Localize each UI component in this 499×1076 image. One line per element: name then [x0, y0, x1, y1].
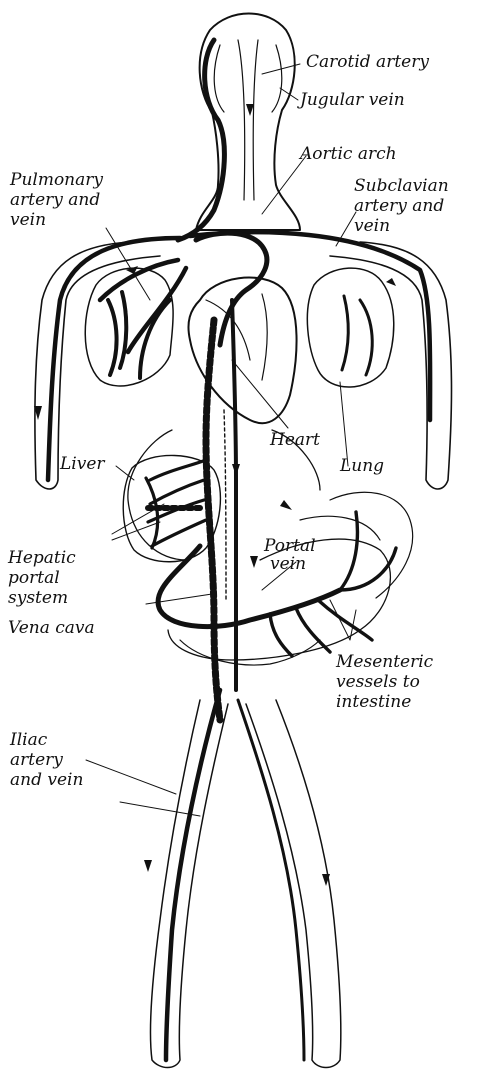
aorta-parallel: [224, 410, 226, 600]
portal-vein: [158, 546, 340, 627]
label-portal-1: Portal: [264, 538, 316, 555]
label-mesenteric-3: intestine: [336, 694, 411, 711]
label-iliac-3: and vein: [10, 772, 83, 789]
label-mesenteric-2: vessels to: [336, 674, 420, 691]
label-aortic-arch: Aortic arch: [300, 146, 397, 163]
label-pulmonary-3: vein: [10, 212, 46, 229]
label-iliac-1: Iliac: [10, 732, 47, 749]
label-carotid-artery: Carotid artery: [306, 54, 429, 71]
descending-aorta: [232, 300, 236, 690]
label-subclavian-3: vein: [354, 218, 390, 235]
label-pulmonary-2: artery and: [10, 192, 100, 209]
leader-lung: [340, 382, 348, 466]
label-jugular-vein: Jugular vein: [300, 92, 405, 109]
label-hepatic-2: portal: [8, 570, 60, 587]
mesenteric-vessels: [270, 512, 396, 656]
label-pulmonary-1: Pulmonary: [10, 172, 103, 189]
label-iliac-2: artery: [10, 752, 63, 769]
label-subclavian-1: Subclavian: [354, 178, 449, 195]
right-lung: [307, 268, 393, 387]
label-heart: Heart: [270, 432, 320, 449]
label-hepatic-3: system: [8, 590, 68, 607]
left-leg-outline: [150, 700, 228, 1068]
label-portal-2: vein: [270, 556, 306, 573]
left-lung: [85, 268, 173, 386]
iliac-vessel-right: [238, 700, 304, 1060]
leader-aortic: [262, 156, 306, 214]
right-lung-vessels: [342, 296, 372, 375]
label-lung: Lung: [340, 458, 384, 475]
label-liver: Liver: [60, 456, 105, 473]
label-vena-cava: Vena cava: [8, 620, 95, 637]
label-mesenteric-1: Mesenteric: [336, 654, 433, 671]
pelvis-outline: [180, 640, 320, 665]
hepatic-portal-system: [146, 460, 206, 548]
label-subclavian-2: artery and: [354, 198, 444, 215]
leader-heart: [232, 360, 288, 428]
leader-iliac: [86, 760, 200, 816]
label-hepatic-1: Hepatic: [8, 550, 76, 567]
